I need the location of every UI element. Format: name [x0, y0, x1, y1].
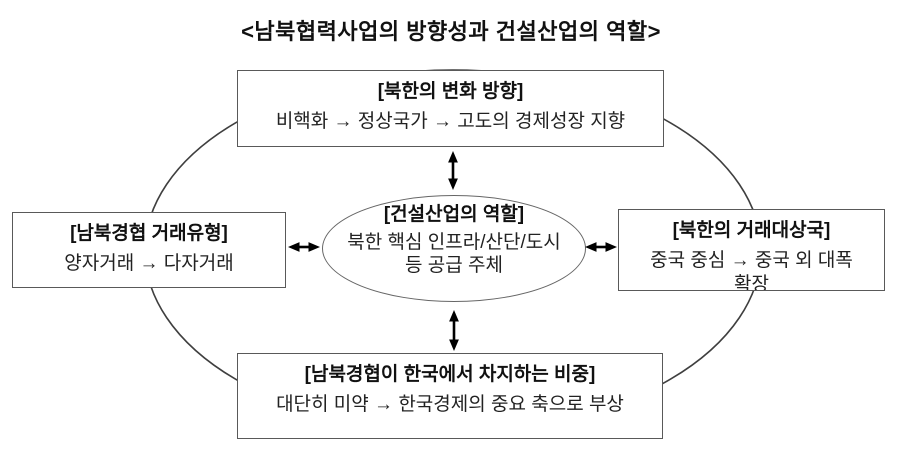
node-heading: [남북경협 거래유형]: [70, 223, 228, 244]
node-heading: [북한의 변화 방향]: [377, 81, 524, 102]
double-arrow-top-icon: [448, 151, 458, 190]
content-line: 중국 중심 → 중국 외 대폭: [650, 250, 853, 271]
node-north-korea-change: [북한의 변화 방향] 비핵화 → 정상국가 → 고도의 경제성장 지향: [237, 70, 664, 147]
content-line: 북한 핵심 인프라/산단/도시: [347, 232, 561, 253]
diagram-title: <남북협력사업의 방향성과 건설산업의 역할>: [241, 19, 661, 44]
node-trade-partners: [북한의 거래대상국] 중국 중심 → 중국 외 대폭 확장: [618, 209, 885, 291]
node-heading: [건설산업의 역할]: [383, 204, 525, 225]
node-share-in-korea: [남북경협이 한국에서 차지하는 비중] 대단히 미약 → 한국경제의 중요 축…: [237, 353, 663, 439]
node-content: 양자거래 → 다자거래: [64, 253, 234, 274]
node-content: 북한 핵심 인프라/산단/도시 등 공급 주체: [323, 231, 585, 277]
content-line-clipped: 확장: [734, 274, 769, 291]
double-arrow-left-icon: [288, 242, 320, 252]
node-content: 대단히 미약 → 한국경제의 중요 축으로 부상: [276, 394, 624, 415]
node-construction-role: [건설산업의 역할] 북한 핵심 인프라/산단/도시 등 공급 주체: [322, 195, 586, 302]
content-line: 등 공급 주체: [405, 255, 503, 276]
node-content: 중국 중심 → 중국 외 대폭 확장: [619, 249, 884, 291]
node-heading: [북한의 거래대상국]: [672, 220, 831, 241]
double-arrow-right-icon: [585, 242, 617, 252]
node-content: 비핵화 → 정상국가 → 고도의 경제성장 지향: [275, 111, 626, 132]
double-arrow-bottom-icon: [449, 310, 459, 351]
node-trade-type: [남북경협 거래유형] 양자거래 → 다자거래: [12, 212, 286, 288]
node-heading: [남북경협이 한국에서 차지하는 비중]: [304, 364, 596, 385]
